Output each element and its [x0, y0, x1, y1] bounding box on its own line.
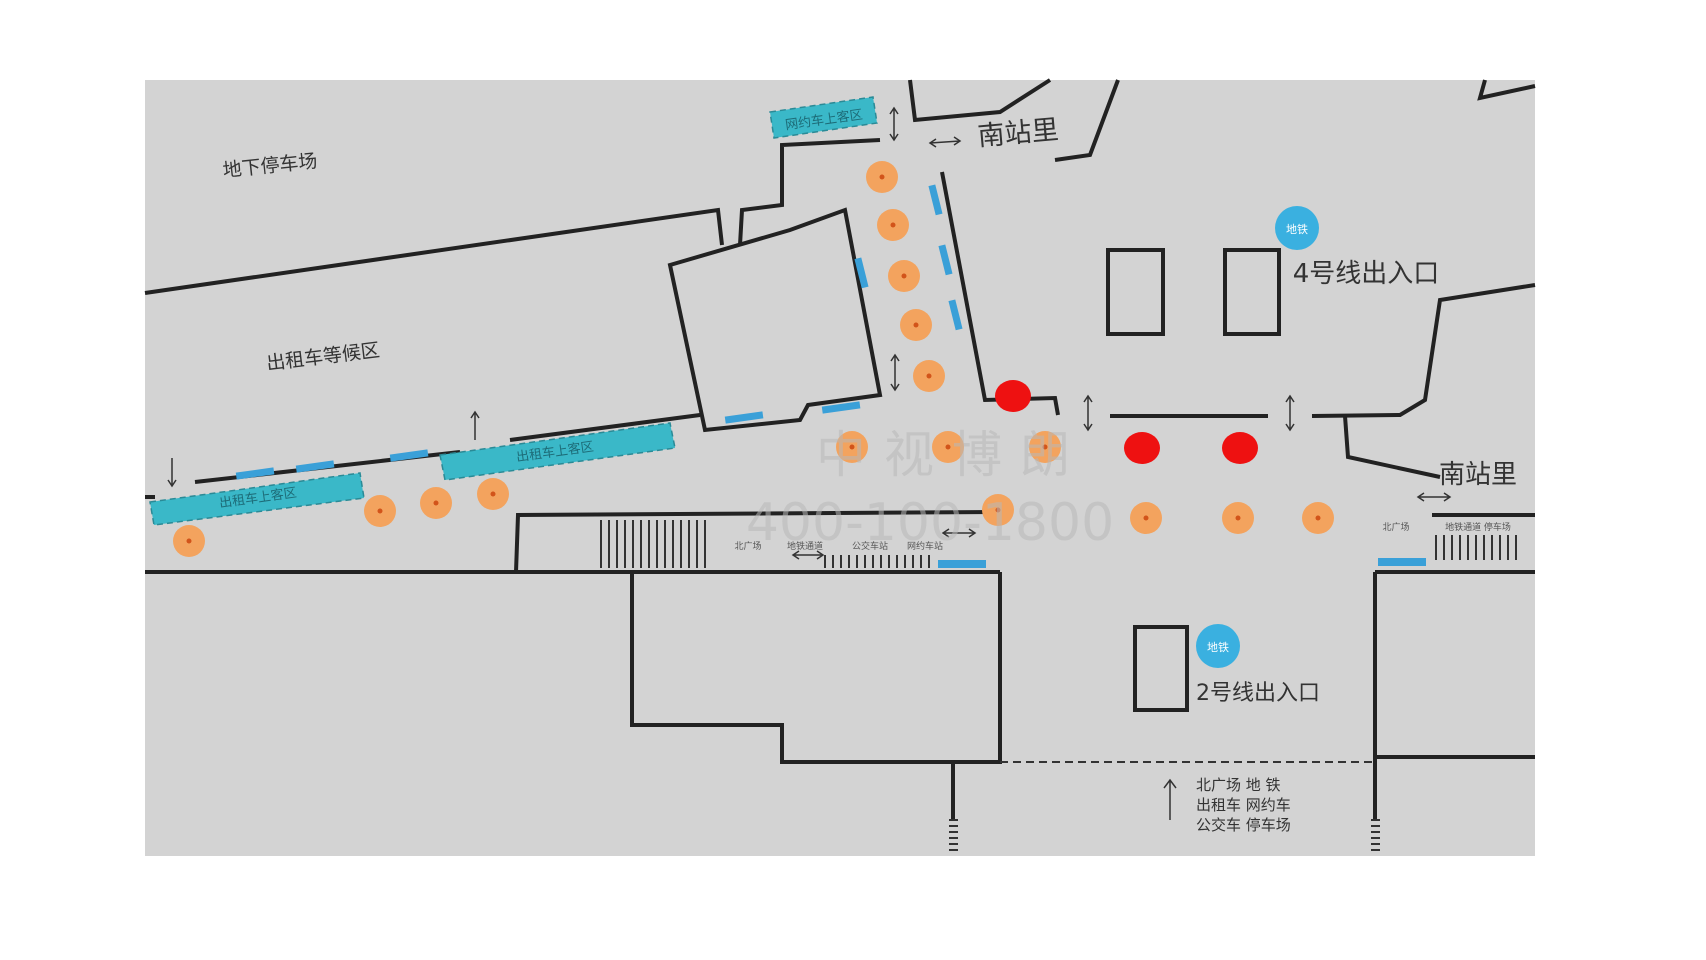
arrow-leftright-icon	[928, 136, 962, 148]
orange-marker	[477, 478, 509, 510]
watermark-phone: 400-100-1800	[746, 493, 1114, 553]
arrow-updown-icon	[1285, 394, 1295, 432]
lane-left	[149, 472, 365, 526]
line4-entrance-b	[1223, 248, 1281, 336]
lane-mid	[439, 422, 676, 481]
red-marker	[995, 380, 1031, 412]
red-marker	[1222, 432, 1258, 464]
direction-arrows	[167, 106, 1452, 820]
metro-icon	[1275, 206, 1319, 250]
central-building	[667, 207, 883, 433]
lane-top	[769, 96, 878, 139]
orange-marker	[1029, 431, 1061, 463]
orange-marker	[1302, 502, 1334, 534]
arrow-up-icon	[1163, 778, 1177, 820]
orange-marker	[900, 309, 932, 341]
line2-exit-label: 2号线出入口	[1196, 681, 1320, 706]
orange-marker	[1222, 502, 1254, 534]
bottom-guide-row1: 北广场 地 铁	[1196, 776, 1281, 794]
small-mid-label: 网约车站	[907, 540, 943, 552]
orange-marker	[888, 260, 920, 292]
orange-marker	[1130, 502, 1162, 534]
stairs	[600, 520, 1517, 851]
metro-icon	[1196, 624, 1240, 668]
metro-badge-text: 地铁	[1207, 641, 1229, 654]
line4-entrance-a	[1106, 248, 1165, 336]
small-mid-label: 北广场	[734, 540, 761, 552]
orange-marker	[173, 525, 205, 557]
bottom-guide-row3: 公交车 停车场	[1196, 816, 1291, 834]
nanzhanli-top-label: 南站里	[976, 115, 1059, 153]
nanzhanli-right-label: 南站里	[1439, 460, 1517, 490]
orange-marker	[364, 495, 396, 527]
orange-marker	[866, 161, 898, 193]
metro-badge-text: 地铁	[1286, 223, 1308, 236]
line4-exit-label: 4号线出入口	[1293, 259, 1440, 289]
red-marker	[1124, 432, 1160, 464]
blue-dashes	[235, 184, 1426, 568]
arrow-leftright-icon	[791, 550, 825, 560]
arrow-up-icon	[470, 410, 480, 440]
arrow-down-icon	[167, 458, 177, 488]
small-right-label: 北广场	[1382, 521, 1409, 533]
arrow-updown-icon	[889, 106, 899, 142]
arrow-updown-icon	[890, 353, 900, 392]
watermark-name: 中视博朗	[816, 426, 1088, 484]
line2-entrance	[1133, 625, 1189, 712]
orange-marker	[913, 360, 945, 392]
orange-marker	[836, 431, 868, 463]
small-mid-label: 地铁通道	[787, 540, 823, 552]
small-right-label: 地铁通道 停车场	[1445, 521, 1511, 533]
boarding-lanes	[149, 96, 878, 526]
orange-markers	[173, 161, 1334, 557]
bottom-guide-row2: 出租车 网约车	[1196, 796, 1291, 814]
metro-badges: 地铁 地铁	[1196, 206, 1319, 668]
orange-marker	[932, 431, 964, 463]
arrow-leftright-icon	[941, 528, 977, 538]
building-walls	[144, 78, 1536, 820]
orange-marker	[877, 209, 909, 241]
orange-marker	[420, 487, 452, 519]
arrow-updown-icon	[1083, 394, 1093, 432]
red-markers	[995, 380, 1258, 464]
arrow-leftright-icon	[1416, 492, 1452, 502]
orange-marker	[982, 494, 1014, 526]
small-mid-label: 公交车站	[852, 540, 888, 552]
